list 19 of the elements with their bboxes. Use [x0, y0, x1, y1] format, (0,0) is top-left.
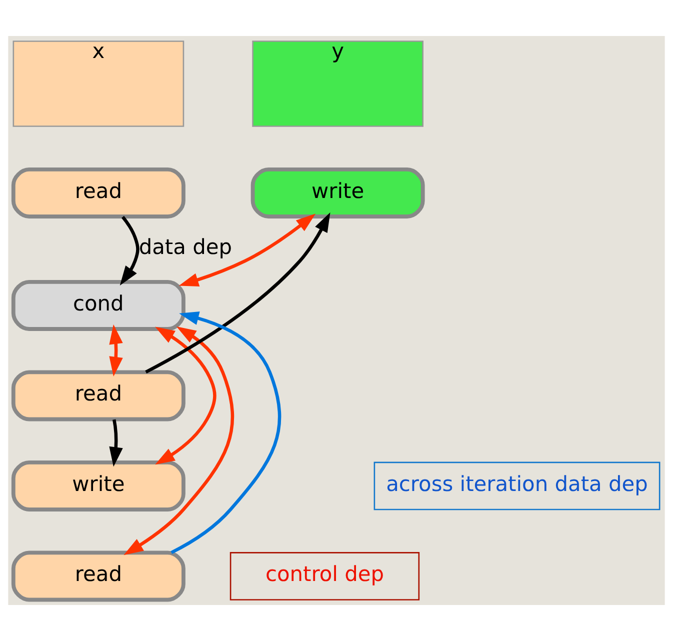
- arrow: [170, 312, 282, 554]
- arrow: [145, 212, 330, 374]
- arrow: [109, 419, 123, 467]
- arrow: [109, 324, 123, 376]
- arrow: [124, 326, 234, 556]
- node-box: x: [12, 40, 184, 127]
- arrow: [155, 326, 216, 465]
- arrow: [178, 214, 316, 286]
- arrow: [120, 216, 140, 286]
- node-box: read: [11, 167, 186, 218]
- node-box: write: [250, 167, 425, 218]
- node-box: read: [11, 370, 186, 422]
- node-box: across iteration data dep: [374, 462, 660, 510]
- node-box: y: [252, 40, 424, 127]
- node-box: cond: [11, 280, 186, 331]
- node-box: control dep: [230, 552, 420, 600]
- node-box: write: [11, 460, 186, 512]
- edge-label: data dep: [138, 235, 232, 260]
- node-box: read: [11, 550, 186, 602]
